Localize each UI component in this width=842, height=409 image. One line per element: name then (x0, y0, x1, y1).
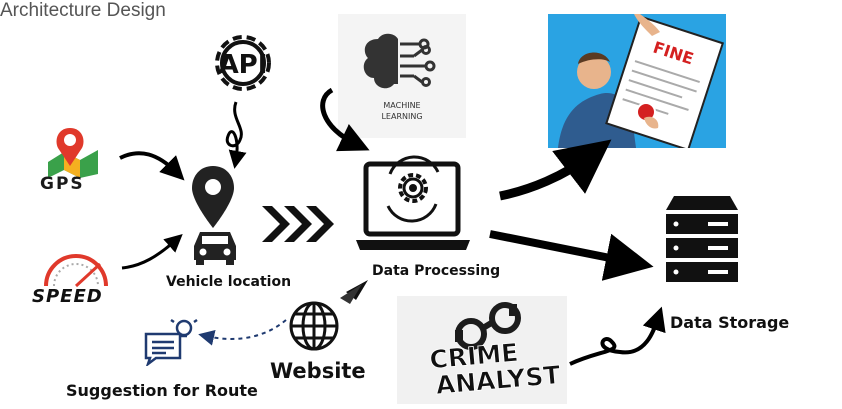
ml-to-processing-arrow (320, 87, 370, 152)
speedometer-icon (40, 252, 112, 290)
gps-map-icon (44, 122, 104, 178)
processing-to-storage-arrow (489, 230, 654, 281)
globe-icon (288, 298, 340, 354)
fine-ticket-image: FINE (548, 14, 726, 148)
data-storage-label: Data Storage (670, 313, 790, 332)
crime-to-storage-arrow (569, 306, 666, 366)
machine-learning-card: MACHINE LEARNING (338, 14, 466, 138)
api-label: API (219, 50, 268, 80)
brain-icon (363, 33, 436, 89)
suggestion-label: Suggestion for Route (66, 381, 258, 400)
processing-to-website-arrow (340, 280, 368, 304)
server-storage-icon (664, 196, 740, 298)
gps-label: GPS (40, 174, 85, 194)
api-gear-icon: API (206, 28, 280, 98)
page-title: Architecture Design (0, 0, 166, 21)
speed-to-location-arrow (121, 234, 183, 270)
website-label: Website (270, 359, 366, 383)
data-processing-label: Data Processing (372, 263, 501, 279)
api-to-location-arrow (225, 101, 247, 169)
car-icon (190, 226, 240, 266)
speed-label: SPEED (32, 286, 103, 307)
ml-label-line1: MACHINE (383, 101, 420, 110)
location-pin-icon (190, 164, 236, 232)
chevrons-arrow-icon (262, 202, 340, 246)
ml-label-line2: LEARNING (381, 112, 422, 121)
vehicle-location-label: Vehicle location (166, 274, 292, 290)
crime-analyst-image: CRIME ANALYST (397, 296, 567, 404)
processing-to-fine-arrow (499, 139, 612, 201)
website-to-suggestion-arrow (198, 319, 287, 346)
laptop-gear-icon (352, 144, 474, 262)
gps-to-location-arrow (119, 151, 185, 181)
